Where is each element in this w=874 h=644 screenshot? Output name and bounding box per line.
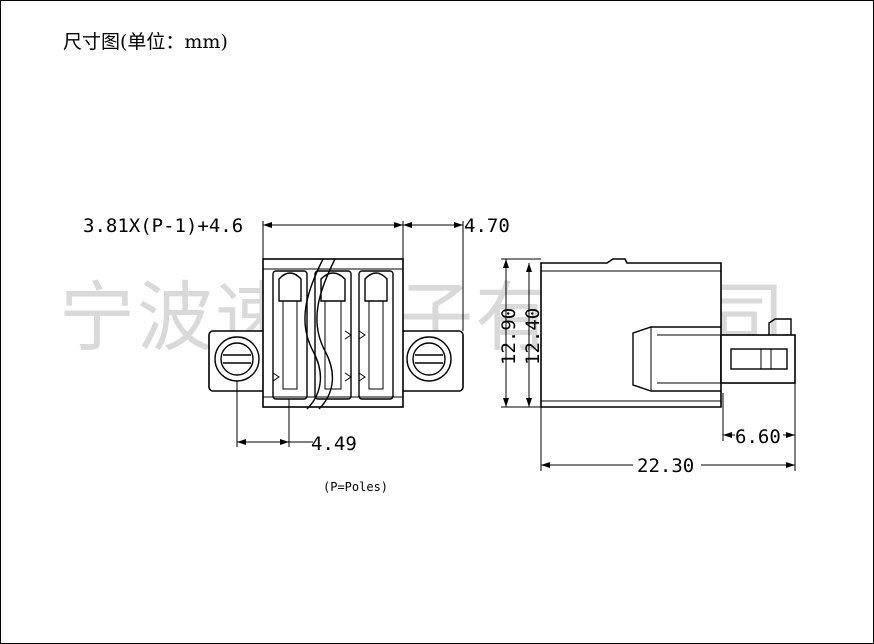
dim-pin-length: 6.60 xyxy=(735,426,781,448)
terminal-housing xyxy=(262,258,404,408)
break-line-left xyxy=(304,258,324,410)
dim-height-inner: 12.40 xyxy=(522,308,544,365)
dim-height-outer: 12.90 xyxy=(498,308,520,365)
drawing-title: 尺寸图(单位：mm) xyxy=(63,31,228,53)
front-view xyxy=(208,258,464,410)
terminal-slot-1 xyxy=(272,270,308,400)
side-housing xyxy=(540,258,722,408)
terminal-slot-3 xyxy=(358,270,394,400)
side-pin-block xyxy=(720,334,796,384)
break-line-right xyxy=(316,258,336,410)
front-dimensions: 3.81X(P-1)+4.6 4.70 4.49 (P=Poles) xyxy=(83,215,510,494)
poles-note: (P=Poles) xyxy=(323,480,388,494)
side-view xyxy=(540,258,796,408)
terminal-slot-2 xyxy=(314,270,352,400)
dim-flange-width: 4.70 xyxy=(464,215,510,237)
dim-screw-offset: 4.49 xyxy=(311,433,357,455)
right-screw xyxy=(406,336,452,382)
side-dimensions: 12.90 12.40 6.60 22.30 xyxy=(498,258,796,477)
dim-pitch-formula: 3.81X(P-1)+4.6 xyxy=(83,215,243,237)
dim-total-length: 22.30 xyxy=(637,455,694,477)
